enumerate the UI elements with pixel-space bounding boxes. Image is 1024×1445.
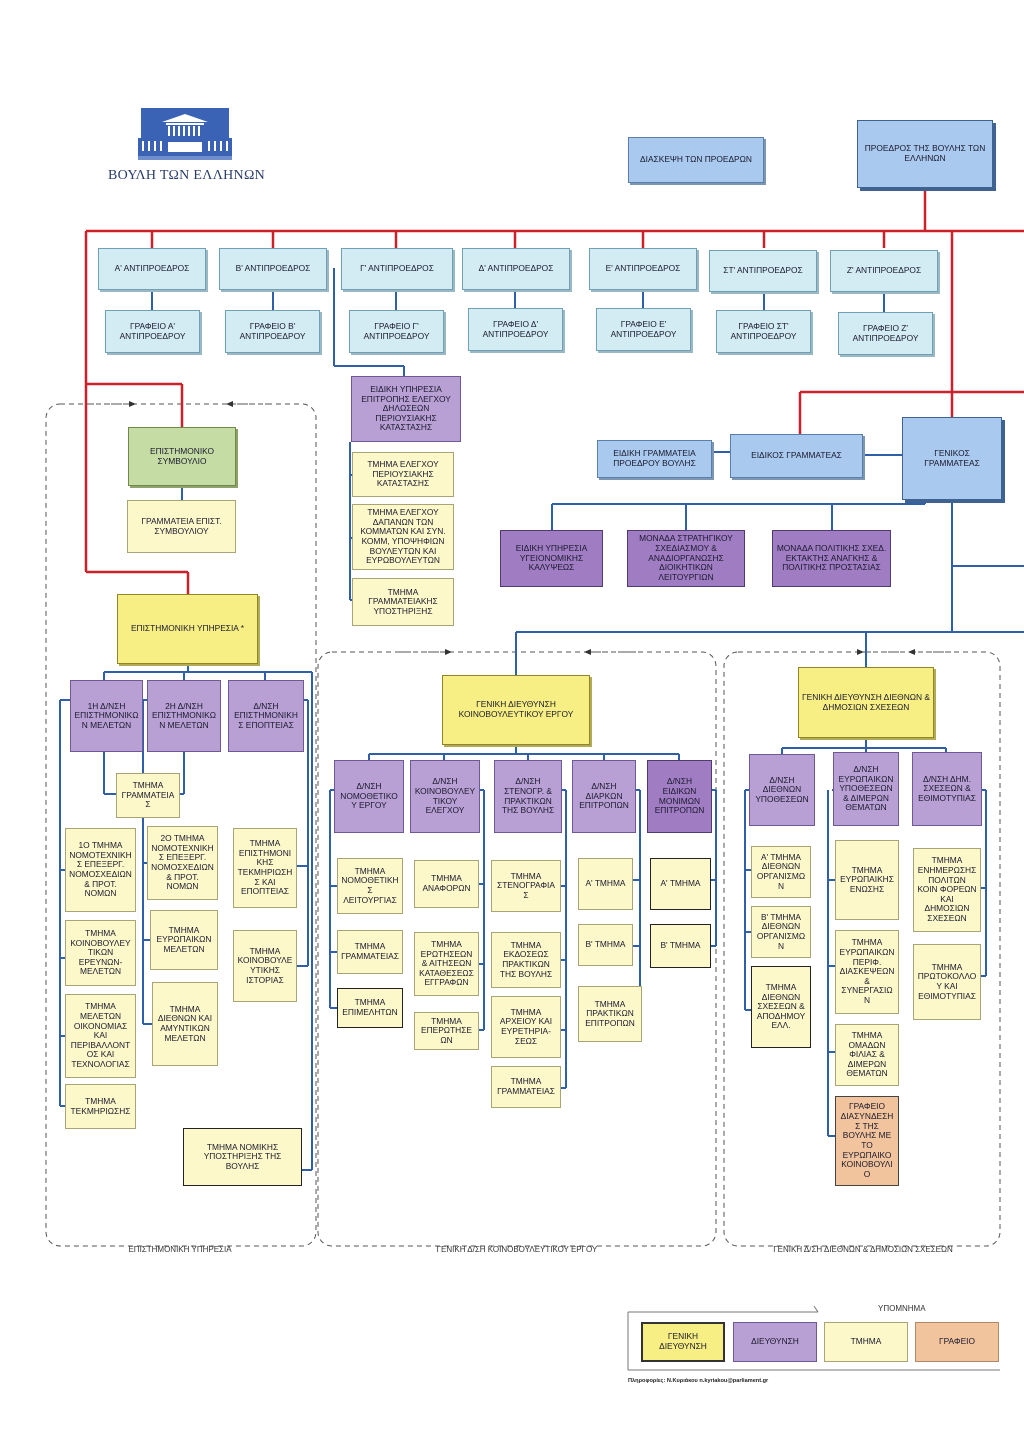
special-committee-service: ΕΙΔΙΚΗ ΥΠΗΡΕΣΙΑ ΕΠΙΤΡΟΠΗΣ ΕΛΕΓΧΟΥ ΔΗΛΩΣΕ… [351, 376, 461, 442]
ir-d1-unit-1: Α' ΤΜΗΜΑ ΔΙΕΘΝΩΝ ΟΡΓΑΝΙΣΜΩΝ [751, 846, 811, 898]
legend-directorate: ΔΙΕΥΘΥΝΣΗ [733, 1322, 817, 1362]
office-vice-president-e: ΓΡΑΦΕΙΟ Ε' ΑΝΤΙΠΡΟΕΔΡΟΥ [596, 308, 691, 351]
pw-d2-unit-3: ΤΜΗΜΑ ΕΠΕΡΩΤΗΣΕΩΝ [414, 1012, 479, 1050]
committee-unit-assets: ΤΜΗΜΑ ΕΛΕΓΧΟΥ ΠΕΡΙΟΥΣΙΑΚΗΣ ΚΑΤΑΣΤΑΣΗΣ [352, 452, 454, 497]
committee-unit-secretarial: ΤΜΗΜΑ ΓΡΑΜΜΑΤΕΙΑΚΗΣ ΥΠΟΣΤΗΡΙΞΗΣ [352, 578, 454, 626]
pw-d4-unit-2: Β' ΤΜΗΜΑ [578, 924, 633, 966]
logo-caption: ΒΟΥΛΗ ΤΩΝ ΕΛΛΗΝΩΝ [108, 168, 266, 183]
sci-col3-unit-2: ΤΜΗΜΑ ΚΟΙΝΟΒΟΥΛΕΥΤΙΚΗΣ ΙΣΤΟΡΙΑΣ [233, 930, 297, 1002]
pw-d3-unit-3: ΤΜΗΜΑ ΑΡΧΕΙΟΥ ΚΑΙ ΕΥΡΕΤΗΡΙΑ-ΣΕΩΣ [491, 996, 561, 1058]
info-contact: Πληροφορίες: Ν.Κυριάκου n.kyriakou@parli… [628, 1378, 769, 1384]
committee-unit-expenses: ΤΜΗΜΑ ΕΛΕΓΧΟΥ ΔΑΠΑΝΩΝ ΤΩΝ ΚΟΜΜΑΤΩΝ ΚΑΙ Σ… [352, 504, 454, 570]
pw-d1-unit-2: ΤΜΗΜΑ ΓΡΑΜΜΑΤΕΙΑΣ [337, 930, 403, 974]
international-relations-directorate: ΓΕΝΙΚΗ ΔΙΕΥΘΥΝΣΗ ΔΙΕΘΝΩΝ & ΔΗΜΟΣΙΩΝ ΣΧΕΣ… [798, 667, 934, 738]
sci-col1-unit-4: ΤΜΗΜΑ ΤΕΚΜΗΡΙΩΣΗΣ [65, 1084, 136, 1129]
office-vice-president-b: ΓΡΑΦΕΙΟ Β' ΑΝΤΙΠΡΟΕΔΡΟΥ [225, 310, 320, 353]
caption-international-relations: ΓΕΝΙΚΗ Δ/ΣΗ ΔΙΕΘΝΩΝ & ΔΗΜΟΣΙΩΝ ΣΧΕΣΕΩΝ [773, 1245, 953, 1254]
ir-d3-unit-2: ΤΜΗΜΑ ΠΡΩΤΟΚΟΛΛΟΥ ΚΑΙ ΕΘΙΜΟΤΥΠΙΑΣ [913, 944, 981, 1020]
pw-d4-unit-1: Α' ΤΜΗΜΑ [578, 858, 633, 910]
pw-d4-unit-3: ΤΜΗΜΑ ΠΡΑΚΤΙΚΩΝ ΕΠΙΤΡΟΠΩΝ [578, 986, 642, 1042]
vice-president-b: Β' ΑΝΤΙΠΡΟΕΔΡΟΣ [219, 248, 327, 290]
special-secretariat-president: ΕΙΔΙΚΗ ΓΡΑΜΜΑΤΕΙΑ ΠΡΟΕΔΡΟΥ ΒΟΥΛΗΣ [597, 440, 712, 478]
pw-d5-unit-1: Α' ΤΜΗΜΑ [650, 858, 711, 910]
parliamentary-work-directorate: ΓΕΝΙΚΗ ΔΙΕΥΘΥΝΣΗ ΚΟΙΝΟΒΟΥΛΕΥΤΙΚΟΥ ΕΡΓΟΥ [442, 675, 590, 745]
ir-directorate-2: Δ/ΝΣΗ ΕΥΡΩΠΑΙΚΩΝ ΥΠΟΘΕΣΕΩΝ & ΔΙΜΕΡΩΝ ΘΕΜ… [833, 752, 899, 826]
legend-title: ΥΠΟΜΝΗΜΑ [878, 1304, 926, 1313]
ir-d2-unit-2: ΤΜΗΜΑ ΕΥΡΩΠΑΙΚΩΝ ΠΕΡΙΦ. ΔΙΑΣΚΕΨΕΩΝ & ΣΥΝ… [835, 930, 899, 1014]
conference-of-presidents: ΔΙΑΣΚΕΨΗ ΤΩΝ ΠΡΟΕΔΡΩΝ [628, 137, 764, 183]
scientific-council-secretariat: ΓΡΑΜΜΑΤΕΙΑ ΕΠΙΣΤ. ΣΥΜΒΟΥΛΙΟΥ [127, 500, 236, 553]
pw-directorate-1: Δ/ΝΣΗ ΝΟΜΟΘΕΤΙΚΟΥ ΕΡΓΟΥ [334, 760, 404, 833]
ir-d1-unit-3: ΤΜΗΜΑ ΔΙΕΘΝΩΝ ΣΧΕΣΕΩΝ & ΑΠΟΔΗΜΟΥ ΕΛΛ. [751, 966, 811, 1048]
pw-d3-unit-1: ΤΜΗΜΑ ΣΤΕΝΟΓΡΑΦΙΑΣ [491, 860, 561, 912]
vice-president-d: Δ' ΑΝΤΙΠΡΟΕΔΡΟΣ [462, 248, 570, 290]
sci-col2-unit-3: ΤΜΗΜΑ ΔΙΕΘΝΩΝ ΚΑΙ ΑΜΥΝΤΙΚΩΝ ΜΕΛΕΤΩΝ [152, 982, 218, 1066]
legend-unit: ΤΜΗΜΑ [824, 1322, 908, 1362]
legend-office: ΓΡΑΦΕΙΟ [915, 1322, 999, 1362]
president-of-parliament: ΠΡΟΕΔΡΟΣ ΤΗΣ ΒΟΥΛΗΣ ΤΩΝ ΕΛΛΗΝΩΝ [857, 120, 993, 188]
sci-secretariat-unit: ΤΜΗΜΑ ΓΡΑΜΜΑΤΕΙΑΣ [116, 773, 180, 818]
scientific-council: ΕΠΙΣΤΗΜΟΝΙΚΟ ΣΥΜΒΟΥΛΙΟ [128, 427, 236, 486]
ir-d2-unit-1: ΤΜΗΜΑ ΕΥΡΩΠΑΙΚΗΣ ΕΝΩΣΗΣ [835, 840, 899, 920]
office-vice-president-a: ΓΡΑΦΕΙΟ Α' ΑΝΤΙΠΡΟΕΔΡΟΥ [105, 310, 200, 353]
vice-president-e: Ε' ΑΝΤΙΠΡΟΕΔΡΟΣ [589, 248, 697, 290]
office-vice-president-st: ΓΡΑΦΕΙΟ ΣΤ' ΑΝΤΙΠΡΟΕΔΡΟΥ [716, 310, 811, 353]
office-vice-president-z: ΓΡΑΦΕΙΟ Ζ' ΑΝΤΙΠΡΟΕΔΡΟΥ [838, 312, 933, 355]
pw-d5-unit-2: Β' ΤΜΗΜΑ [650, 924, 711, 968]
vice-president-z: Ζ' ΑΝΤΙΠΡΟΕΔΡΟΣ [830, 250, 938, 292]
sci-col1-unit-2: ΤΜΗΜΑ ΚΟΙΝΟΒΟΥΛΕΥΤΙΚΩΝ ΕΡΕΥΝΩΝ-ΜΕΛΕΤΩΝ [65, 920, 136, 986]
pw-directorate-2: Δ/ΝΣΗ ΚΟΙΝΟΒΟΥΛΕΥΤΙΚΟΥ ΕΛΕΓΧΟΥ [410, 760, 480, 833]
sci-col2-unit-2: ΤΜΗΜΑ ΕΥΡΩΠΑΙΚΩΝ ΜΕΛΕΤΩΝ [150, 910, 218, 970]
sci-col1-unit-1: 1ο ΤΜΗΜΑ ΝΟΜΟΤΕΧΝΙΚΗΣ ΕΠΕΞΕΡΓ. ΝΟΜΟΣΧΕΔΙ… [65, 828, 136, 912]
ir-d1-unit-2: Β' ΤΜΗΜΑ ΔΙΕΘΝΩΝ ΟΡΓΑΝΙΣΜΩΝ [751, 906, 811, 958]
pw-d3-unit-4: ΤΜΗΜΑ ΓΡΑΜΜΑΤΕΙΑΣ [491, 1066, 561, 1108]
office-vice-president-c: ΓΡΑΦΕΙΟ Γ' ΑΝΤΙΠΡΟΕΔΡΟΥ [349, 310, 444, 353]
sci-col2-unit-1: 2ο ΤΜΗΜΑ ΝΟΜΟΤΕΧΝΙΚΗΣ ΕΠΕΞΕΡΓ. ΝΟΜΟΣΧΕΔΙ… [147, 826, 218, 900]
ir-d2-office: ΓΡΑΦΕΙΟ ΔΙΑΣΥΝΔΕΣΗΣ ΤΗΣ ΒΟΥΛΗΣ ΜΕ ΤΟ ΕΥΡ… [835, 1096, 899, 1186]
pw-d1-unit-1: ΤΜΗΜΑ ΝΟΜΟΘΕΤΙΚΗΣ ΛΕΙΤΟΥΡΓΙΑΣ [337, 858, 403, 914]
parliament-logo [138, 108, 232, 164]
pw-directorate-5: Δ/ΝΣΗ ΕΙΔΙΚΩΝ ΜΟΝΙΜΩΝ ΕΠΙΤΡΟΠΩΝ [647, 760, 712, 833]
sci-col1-unit-3: ΤΜΗΜΑ ΜΕΛΕΤΩΝ ΟΙΚΟΝΟΜΙΑΣ ΚΑΙ ΠΕΡΙΒΑΛΛΟΝΤ… [65, 994, 136, 1078]
frame-international-relations [723, 651, 1001, 1247]
ir-d2-unit-3: ΤΜΗΜΑ ΟΜΑΔΩΝ ΦΙΛΙΑΣ & ΔΙΜΕΡΩΝ ΘΕΜΑΤΩΝ [835, 1024, 899, 1086]
sci-legal-unit: ΤΜΗΜΑ ΝΟΜΙΚΗΣ ΥΠΟΣΤΗΡΙΞΗΣ ΤΗΣ ΒΟΥΛΗΣ [183, 1128, 302, 1186]
ir-d3-unit-1: ΤΜΗΜΑ ΕΝΗΜΕΡΩΣΗΣ ΠΟΛΙΤΩΝ ΚΟΙΝ ΦΟΡΕΩΝ ΚΑΙ… [913, 848, 981, 932]
office-vice-president-d: ΓΡΑΦΕΙΟ Δ' ΑΝΤΙΠΡΟΕΔΡΟΥ [468, 308, 563, 351]
parliament-building-icon [138, 108, 232, 160]
civil-protection-unit: ΜΟΝΑΔΑ ΠΟΛΙΤΙΚΗΣ ΣΧΕΔ. ΕΚΤΑΚΤΗΣ ΑΝΑΓΚΗΣ … [772, 530, 891, 587]
special-secretary: ΕΙΔΙΚΟΣ ΓΡΑΜΜΑΤΕΑΣ [730, 434, 863, 478]
ir-directorate-1: Δ/ΝΣΗ ΔΙΕΘΝΩΝ ΥΠΟΘΕΣΕΩΝ [749, 754, 815, 826]
pw-directorate-3: Δ/ΝΣΗ ΣΤΕΝΟΓΡ. & ΠΡΑΚΤΙΚΩΝ ΤΗΣ ΒΟΥΛΗΣ [494, 760, 562, 833]
pw-directorate-4: Δ/ΝΣΗ ΔΙΑΡΚΩΝ ΕΠΙΤΡΟΠΩΝ [572, 760, 636, 833]
health-coverage-service: ΕΙΔΙΚΗ ΥΠΗΡΕΣΙΑ ΥΓΕΙΟΝΟΜΙΚΗΣ ΚΑΛΥΨΕΩΣ [500, 530, 603, 587]
scientific-service: ΕΠΙΣΤΗΜΟΝΙΚΗ ΥΠΗΡΕΣΙΑ * [117, 594, 258, 664]
vice-president-c: Γ' ΑΝΤΙΠΡΟΕΔΡΟΣ [341, 248, 453, 290]
caption-parliamentary-work: ΓΕΝΙΚΗ Δ/ΣΗ ΚΟΙΝΟΒΟΥΛΕΥΤΙΚΟΥ ΕΡΓΟΥ [436, 1245, 598, 1254]
pw-d2-unit-1: ΤΜΗΜΑ ΑΝΑΦΟΡΩΝ [414, 860, 479, 908]
vice-president-st: ΣΤ' ΑΝΤΙΠΡΟΕΔΡΟΣ [709, 250, 817, 292]
caption-scientific-service: ΕΠΙΣΤΗΜΟΝΙΚΗ ΥΠΗΡΕΣΙΑ [128, 1245, 232, 1254]
strategic-planning-unit: ΜΟΝΑΔΑ ΣΤΡΑΤΗΓΙΚΟΥ ΣΧΕΔΙΑΣΜΟΥ & ΑΝΑΔΙΟΡΓ… [627, 530, 745, 587]
pw-d3-unit-2: ΤΜΗΜΑ ΕΚΔΟΣΕΩΣ ΠΡΑΚΤΙΚΩΝ ΤΗΣ ΒΟΥΛΗΣ [491, 932, 561, 988]
ir-directorate-3: Δ/ΝΣΗ ΔΗΜ. ΣΧΕΣΕΩΝ & ΕΘΙΜΟΤΥΠΙΑΣ [912, 752, 982, 826]
pw-d2-unit-2: ΤΜΗΜΑ ΕΡΩΤΗΣΕΩΝ & ΑΙΤΗΣΕΩΝ ΚΑΤΑΘΕΣΕΩΣ ΕΓ… [414, 932, 479, 996]
general-secretary: ΓΕΝΙΚΟΣ ΓΡΑΜΜΑΤΕΑΣ [902, 417, 1002, 500]
pw-d1-unit-3: ΤΜΗΜΑ ΕΠΙΜΕΛΗΤΩΝ [337, 988, 403, 1028]
sci-directorate-1: 1η Δ/ΝΣΗ ΕΠΙΣΤΗΜΟΝΙΚΩΝ ΜΕΛΕΤΩΝ [70, 680, 143, 752]
sci-directorate-3: Δ/ΝΣΗ ΕΠΙΣΤΗΜΟΝΙΚΗΣ ΕΠΟΠΤΕΙΑΣ [228, 680, 304, 752]
vice-president-a: Α' ΑΝΤΙΠΡΟΕΔΡΟΣ [98, 248, 206, 290]
legend-general-directorate: ΓΕΝΙΚΗ ΔΙΕΥΘΥΝΣΗ [641, 1322, 725, 1362]
sci-col3-unit-1: ΤΜΗΜΑ ΕΠΙΣΤΗΜΟΝΙΚΗΣ ΤΕΚΜΗΡΙΩΣΗΣ ΚΑΙ ΕΠΟΠ… [233, 828, 297, 908]
sci-directorate-2: 2η Δ/ΝΣΗ ΕΠΙΣΤΗΜΟΝΙΚΩΝ ΜΕΛΕΤΩΝ [147, 680, 221, 752]
